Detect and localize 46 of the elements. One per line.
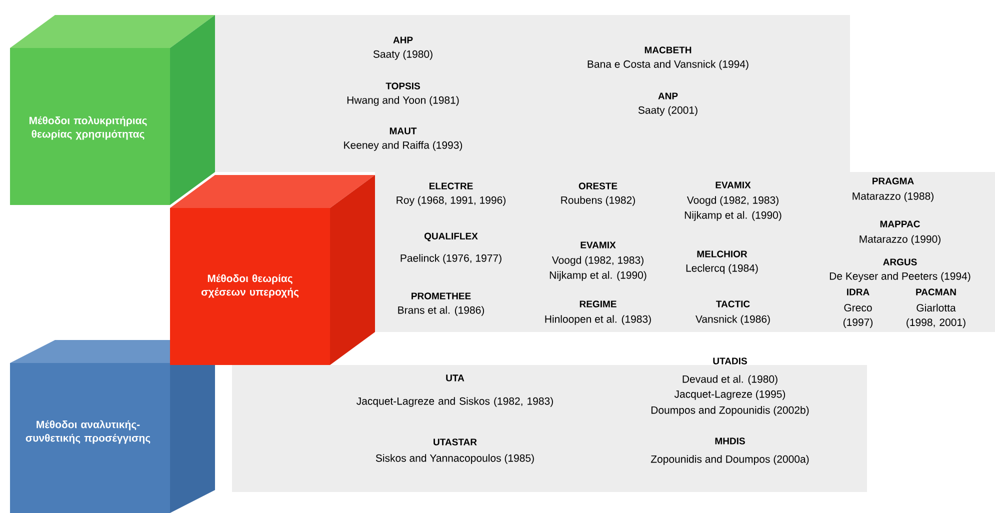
node-label: ELECTRE	[429, 182, 473, 190]
node-label: Roy (1968, 1991, 1996)	[396, 196, 506, 206]
node-label: Nijkamp et al. (1990)	[550, 271, 646, 281]
node-label: PROMETHEE	[412, 292, 471, 300]
node-label: TOPSIS	[386, 82, 420, 90]
node-label: Hwang and Yoon (1981)	[347, 96, 459, 106]
node-label: MACBETH	[644, 46, 692, 54]
cube-box: Μέθοδοι πολυκριτήριας θεωρίας χρησιμότητας	[10, 15, 215, 205]
cube-box: Μέθοδοι αναλυτικής- συνθετικής προσέγγισης	[10, 340, 215, 513]
node-label: ORESTE	[578, 182, 618, 190]
node-label: ANP	[658, 92, 678, 100]
node-label: Roubens (1982)	[561, 196, 635, 206]
node-label: ARGUS	[883, 258, 917, 266]
node-label: EVAMIX	[716, 182, 751, 188]
cube-box: Μέθοδοι θεωρίας σχέσεων υπεροχής	[170, 175, 375, 365]
node-label: Nijkamp et al. (1990)	[684, 211, 782, 221]
node-label: QUALIFLEX	[424, 232, 478, 242]
node-label: EVAMIX	[580, 242, 616, 248]
node-label: Brans et al. (1986)	[398, 306, 484, 316]
node-label: PACMAN	[916, 288, 956, 296]
node-label: Matarazzo (1990)	[860, 235, 940, 245]
node-label: Paelinck (1976, 1977)	[400, 254, 502, 264]
node-label: AHP	[393, 36, 413, 44]
node-label: Matarazzo (1988)	[852, 192, 934, 202]
node-label: Giarlotta (1998, 2001)	[906, 304, 966, 328]
node-label: De Keyser and Peeters (1994)	[830, 272, 970, 282]
node-label: Voogd (1982, 1983)	[686, 196, 778, 206]
node-label: Vansnick (1986)	[696, 315, 770, 325]
node-label: MAUT	[390, 128, 417, 134]
node-label: IDRA	[847, 288, 870, 296]
node-label: Hinloopen et al. (1983)	[545, 315, 651, 325]
node-label: Saaty (1980)	[373, 50, 432, 60]
node-label: UTADIS	[713, 358, 747, 364]
node-label: Voogd (1982, 1983)	[552, 256, 644, 266]
node-label: PRAGMA	[872, 178, 914, 184]
node-label: MAPPAC	[880, 220, 920, 228]
node-label: Greco (1997)	[843, 304, 873, 328]
node-label: MELCHIOR	[697, 250, 748, 258]
node-label: Keeney and Raiffa (1993)	[344, 141, 462, 151]
node-label: REGIME	[580, 300, 616, 308]
panel-band: ELECTRE Roy (1968, 1991, 1996) ORESTE Roubens (1982) EVAMIX Voogd (1982, 1983) Nijkamp et al. (1990) PRAGMA Matarazzo (1988) QUALIFLEX Paelinck (1976, 1977) EVAMIX Voogd (1982, 1983) Nijkamp et al. (1990) MELCHIOR Leclercq (1984) MAPPAC Matarazzo (1990) ARGUS De Keyser and Peeters (1994) PROMETHEE Brans et al. (1986) REGIME Hinloopen et al. (1983) TACTIC Vansnick (1986) IDRA Greco (1997) PACMAN Giarlotta (1998, 2001)	[375, 172, 995, 332]
node-label: Saaty (2001)	[638, 106, 698, 116]
node-label: Bana e Costa and Vansnick (1994)	[588, 60, 748, 70]
panel-band: AHP Saaty (1980) TOPSIS Hwang and Yoon (1981) MAUT Keeney and Raiffa (1993) MACBETH Bana e Costa and Vansnick (1994) ANP Saaty (2001)	[215, 15, 850, 172]
node-label: Leclercq (1984)	[686, 264, 758, 274]
node-label: TACTIC	[716, 300, 750, 308]
